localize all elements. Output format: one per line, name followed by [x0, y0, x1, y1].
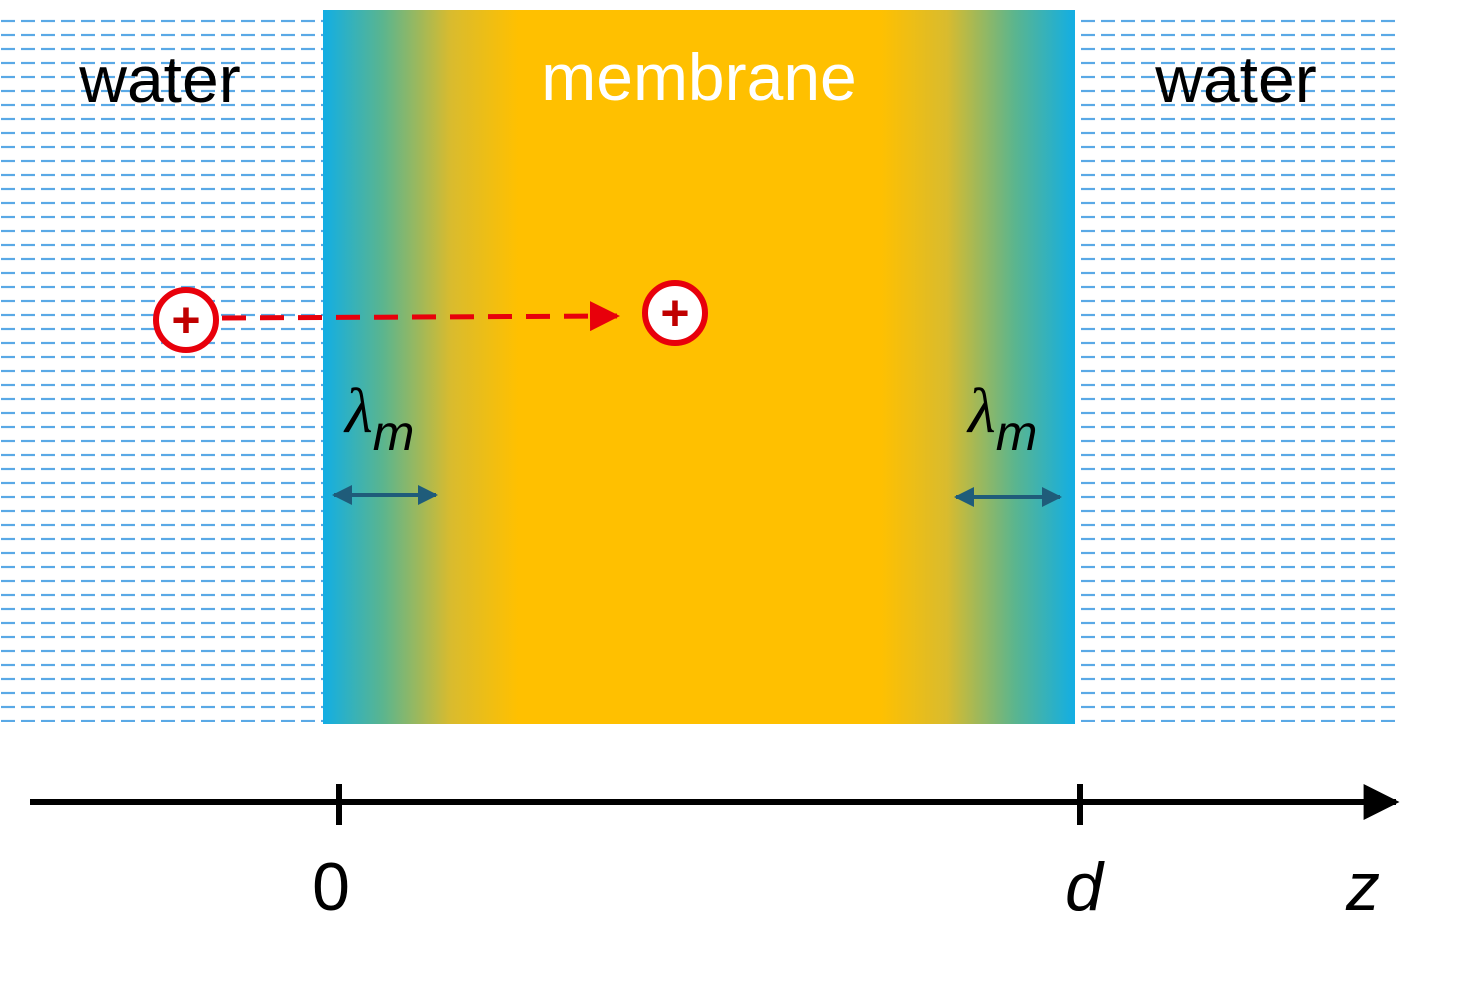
lambda-label-left: λm	[343, 375, 414, 461]
lambda-subscript-right: m	[996, 405, 1038, 461]
ion-final-sign: +	[660, 285, 689, 341]
lambda-label-right: λm	[966, 375, 1037, 461]
tick-label-thickness: d	[1065, 849, 1105, 925]
ion-initial-sign: +	[171, 292, 200, 348]
lambda-symbol-right: λ	[966, 375, 996, 446]
water-label-right: water	[1154, 42, 1316, 116]
water-region-right	[1075, 18, 1395, 722]
water-region-left	[0, 18, 323, 722]
ion-final: +	[642, 280, 708, 346]
width-marker-right: λm	[954, 375, 1062, 507]
axis-variable-label: z	[1345, 849, 1380, 925]
ion-initial-circle	[153, 287, 219, 353]
membrane-label: membrane	[541, 40, 856, 114]
lambda-subscript-left: m	[373, 405, 415, 461]
water-label-left: water	[78, 42, 240, 116]
lambda-symbol-left: λ	[343, 375, 373, 446]
tick-label-origin: 0	[312, 849, 350, 925]
width-marker-left: λm	[332, 375, 438, 505]
ion-final-circle	[642, 280, 708, 346]
membrane-slab	[323, 10, 1075, 724]
ion-transfer-arrow	[221, 301, 620, 332]
ion-initial: +	[153, 287, 219, 353]
